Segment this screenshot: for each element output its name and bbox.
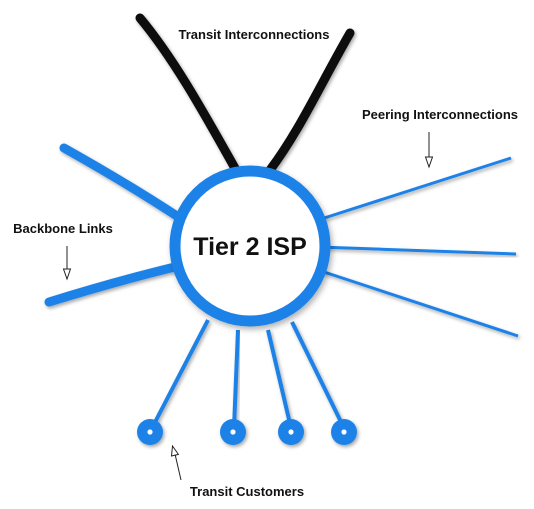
backbone-link-lower: [44, 260, 188, 307]
customer-link-4: [290, 321, 346, 429]
peering-interconnections-label: Peering Interconnections: [362, 107, 518, 122]
peering-arrow: [424, 132, 434, 169]
tier2-isp-node: [169, 165, 331, 327]
transit-link-right: [265, 28, 355, 175]
peering-link-1: [317, 156, 512, 222]
customer-node-4: [331, 419, 357, 445]
customer-node-2: [220, 419, 246, 445]
customer-node-1: [137, 419, 163, 445]
tier2-isp-label: Tier 2 ISP: [193, 233, 307, 261]
transit-customers-label: Transit Customers: [190, 484, 304, 499]
customer-link-3: [266, 329, 293, 429]
customer-link-2: [232, 329, 240, 429]
backbone-link-upper: [59, 143, 188, 225]
peering-link-2: [317, 245, 517, 256]
transit-customers-arrow: [170, 444, 182, 481]
customer-link-1: [150, 319, 210, 429]
customer-node-3: [278, 419, 304, 445]
peering-link-3: [317, 268, 519, 338]
backbone-arrow: [62, 246, 72, 281]
transit-interconnections-label: Transit Interconnections: [179, 27, 330, 42]
transit-link-left: [135, 13, 241, 175]
backbone-links-label: Backbone Links: [13, 221, 113, 236]
